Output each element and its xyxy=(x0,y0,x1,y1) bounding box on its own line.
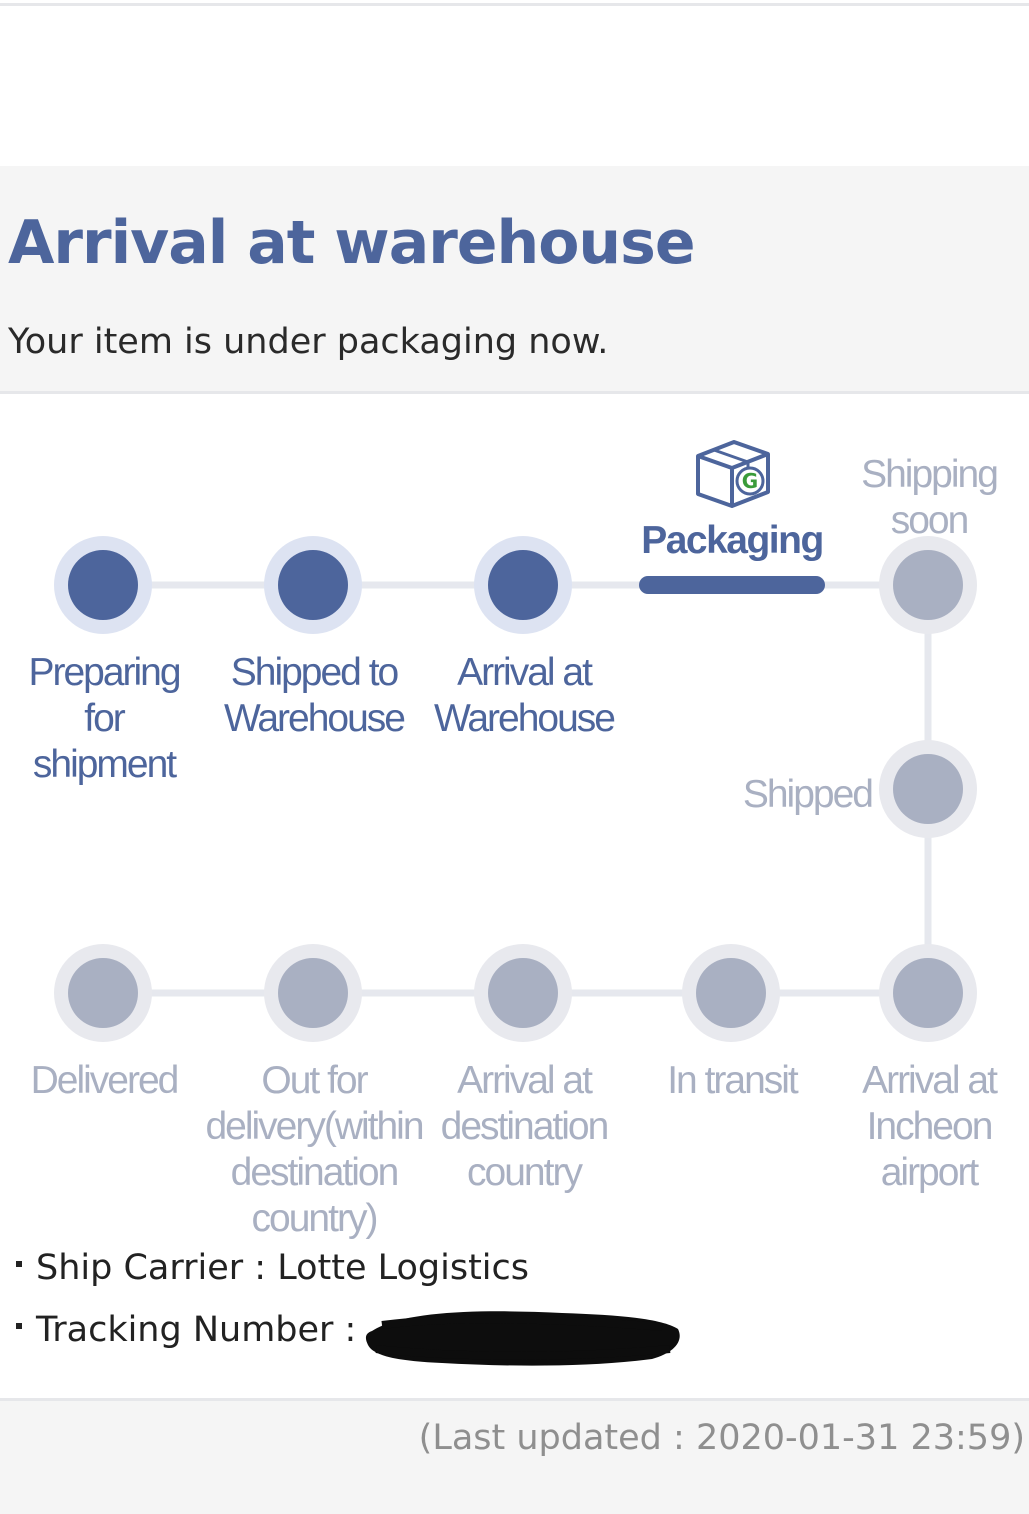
step-dot-out-for-delivery xyxy=(278,958,348,1028)
step-dot-arrival-incheon xyxy=(893,958,963,1028)
redaction-scribble xyxy=(365,1311,680,1366)
progress-track: G xyxy=(54,440,977,1042)
step-label-arrival-incheon: Arrival at Incheon airport xyxy=(862,1059,998,1194)
step-dot-arrival-destination xyxy=(488,958,558,1028)
footer xyxy=(0,1398,1029,1514)
step-dot-shipped-to-warehouse xyxy=(278,550,348,620)
step-label-arrival-destination: Arrival at destination country xyxy=(440,1059,610,1194)
step-label-shipped: Shipped xyxy=(742,773,874,816)
step-label-preparing: Preparing for shipment xyxy=(28,651,181,786)
shipment-progress-tracker: G Preparing for shipment Shipped to Ware… xyxy=(0,396,1029,1276)
ship-carrier-text: Ship Carrier : Lotte Logistics xyxy=(36,1248,530,1288)
bullet-icon xyxy=(16,1261,22,1267)
step-dot-preparing xyxy=(68,550,138,620)
step-marker-packaging xyxy=(639,576,825,594)
page-title: Arrival at warehouse xyxy=(8,208,696,278)
status-description: Your item is under packaging now. xyxy=(8,322,609,362)
package-box-icon: G xyxy=(696,440,770,508)
step-label-out-for-delivery: Out for delivery(within destination coun… xyxy=(205,1059,424,1240)
bullet-icon xyxy=(16,1323,22,1329)
step-label-packaging: Packaging xyxy=(641,519,824,562)
step-dot-delivered xyxy=(68,958,138,1028)
status-header xyxy=(0,166,1029,394)
step-label-delivered: Delivered xyxy=(30,1059,180,1102)
tracking-number-label: Tracking Number : xyxy=(36,1310,357,1350)
step-label-shipped-to-warehouse: Shipped to Warehouse xyxy=(224,651,406,740)
svg-text:G: G xyxy=(742,469,758,493)
step-label-arrival-warehouse: Arrival at Warehouse xyxy=(434,651,616,740)
step-label-shipping-soon: Shipping soon xyxy=(861,453,999,542)
last-updated-text: (Last updated : 2020-01-31 23:59) xyxy=(418,1418,1025,1458)
step-dot-arrival-warehouse xyxy=(488,550,558,620)
step-dot-in-transit xyxy=(696,958,766,1028)
step-dot-shipped xyxy=(893,754,963,824)
step-label-in-transit: In transit xyxy=(667,1059,799,1102)
top-divider xyxy=(0,0,1029,6)
tracking-number-row: Tracking Number : xyxy=(0,1310,356,1350)
ship-carrier-row: Ship Carrier : Lotte Logistics xyxy=(0,1248,529,1288)
step-dot-shipping-soon xyxy=(893,550,963,620)
